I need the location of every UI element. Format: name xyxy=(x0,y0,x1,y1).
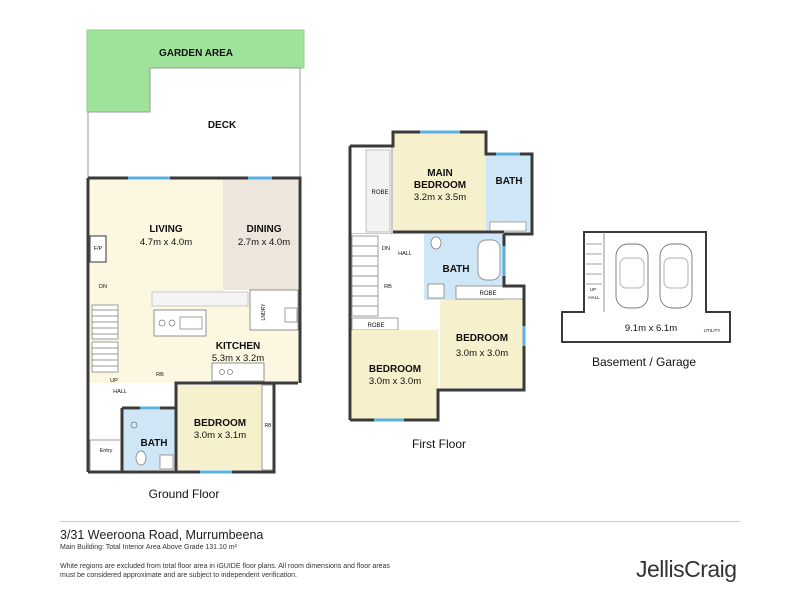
first-bedroom-left-dimension: 3.0m x 3.0m xyxy=(369,376,421,387)
garage-dimension: 9.1m x 6.1m xyxy=(625,323,677,334)
bath-top-label: BATH xyxy=(495,176,522,187)
main-bedroom-dimension: 3.2m x 3.5m xyxy=(414,192,466,203)
ground-rb-label: RB xyxy=(156,372,164,378)
laundry-shape xyxy=(249,289,299,331)
ground-bedroom-shape xyxy=(176,385,262,470)
ground-floor-plan: GARDEN AREA DECK LIVING 4.7m x 4.0m DINI… xyxy=(86,29,305,501)
car-right-icon xyxy=(659,243,693,309)
car-left-icon xyxy=(615,243,649,309)
property-address: 3/31 Weeroona Road, Murrumbeena xyxy=(60,528,264,542)
living-dimension: 4.7m x 4.0m xyxy=(140,237,192,248)
ground-bedroom-label: BEDROOM xyxy=(194,418,246,429)
basement-caption: Basement / Garage xyxy=(592,355,696,369)
bath-mid-label: BATH xyxy=(442,264,469,275)
first-rb-label: RB xyxy=(384,284,392,290)
deck-label: DECK xyxy=(208,120,237,131)
footer-divider xyxy=(60,521,740,522)
ground-floor-caption: Ground Floor xyxy=(149,487,220,501)
basement-plan: 9.1m x 6.1m UP HALL UTILITY Basement / G… xyxy=(561,231,731,369)
first-bedroom-left-shape xyxy=(352,330,438,420)
disclaimer-text: White regions are excluded from total fl… xyxy=(60,563,390,579)
ground-up-label: UP xyxy=(110,378,118,384)
living-room-shape xyxy=(90,178,223,293)
first-bedroom-right-shape xyxy=(440,300,524,388)
dining-dimension: 2.7m x 4.0m xyxy=(238,237,290,248)
laundry-label: LNDRY xyxy=(261,303,267,321)
basement-up-label: UP xyxy=(590,287,596,292)
entry-shape xyxy=(89,439,123,473)
main-bedroom-shape xyxy=(393,132,486,232)
first-bedroom-left-label: BEDROOM xyxy=(369,364,421,375)
ground-dn-label: DN xyxy=(99,284,107,290)
robe-left-label: ROBE xyxy=(367,323,384,329)
main-bedroom-label-line2: BEDROOM xyxy=(414,180,466,191)
first-bedroom-right-dimension: 3.0m x 3.0m xyxy=(456,348,508,359)
kitchen-dimension: 5.3m x 3.2m xyxy=(212,353,264,364)
robe-right-label: ROBE xyxy=(479,291,496,297)
main-bedroom-label-line1: MAIN xyxy=(427,168,453,179)
fireplace-shape xyxy=(89,235,107,263)
dining-label: DINING xyxy=(247,224,282,235)
ground-bath-label: BATH xyxy=(140,438,167,449)
living-label: LIVING xyxy=(149,224,183,235)
basement-hall-label: HALL xyxy=(588,295,600,300)
total-area-note: Main Building: Total Interior Area Above… xyxy=(60,544,237,551)
fireplace-label: F/P xyxy=(94,246,103,252)
kitchen-label: KITCHEN xyxy=(216,341,260,352)
robe-top-label: ROBE xyxy=(371,190,388,196)
bath-top-shape xyxy=(486,154,532,232)
first-dn-label: DN xyxy=(382,246,390,252)
floor-plan-diagram: GARDEN AREA DECK LIVING 4.7m x 4.0m DINI… xyxy=(86,29,731,501)
jellis-craig-logo: JellisCraig xyxy=(636,556,737,582)
first-bedroom-right-label: BEDROOM xyxy=(456,333,508,344)
first-floor-caption: First Floor xyxy=(412,437,466,451)
dining-room-shape xyxy=(223,178,298,290)
entry-label: Entry xyxy=(100,448,113,454)
first-hall-label: HALL xyxy=(398,251,412,257)
ground-hall-label: HALL xyxy=(113,389,127,395)
ground-bedroom-dimension: 3.0m x 3.1m xyxy=(194,430,246,441)
basement-util-label: UTILITY xyxy=(704,328,721,333)
first-floor-plan: MAIN BEDROOM 3.2m x 3.5m BATH BATH BEDRO… xyxy=(348,130,534,451)
garden-area-label: GARDEN AREA xyxy=(159,48,233,59)
ground-rb2-label: RB xyxy=(265,423,273,429)
